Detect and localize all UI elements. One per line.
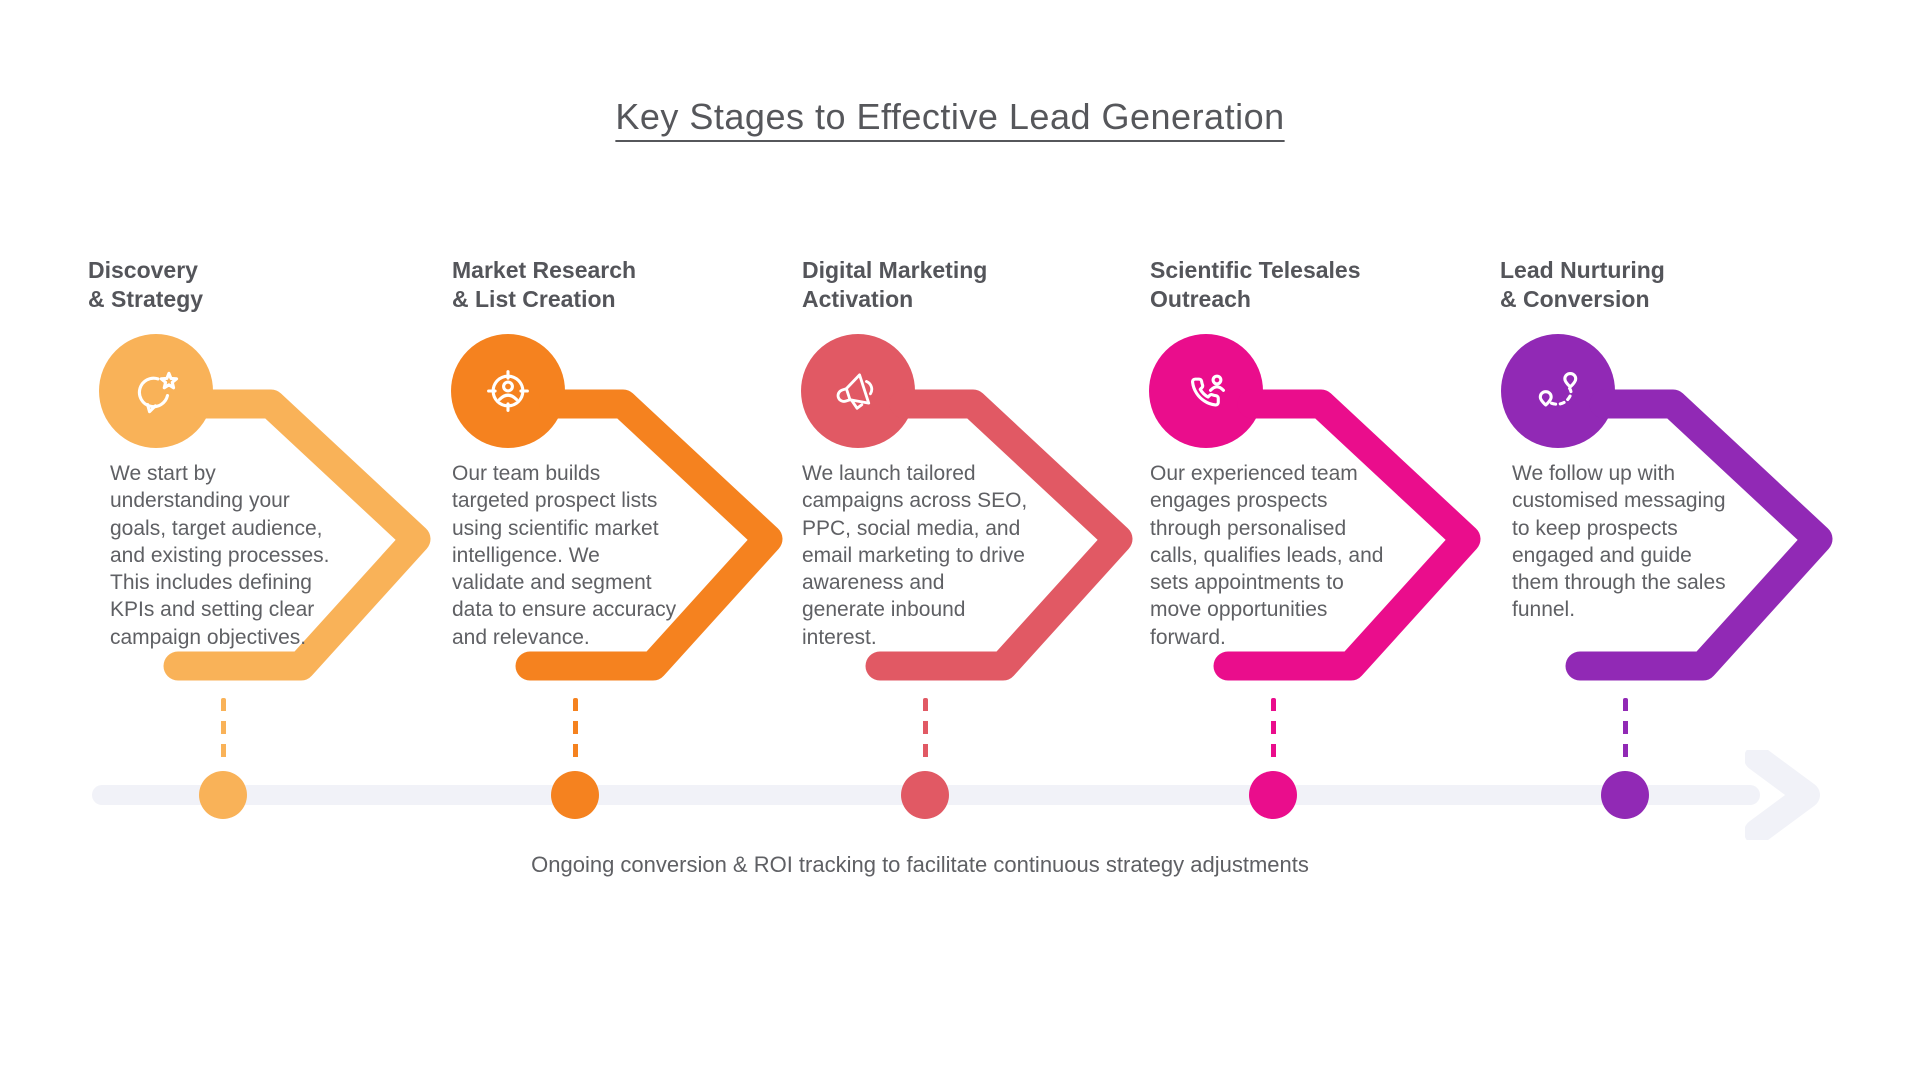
route-pins-icon xyxy=(1527,360,1589,422)
stage-heading: Scientific Telesales Outreach xyxy=(1150,257,1361,313)
stage-description: We follow up with customised messaging t… xyxy=(1512,462,1726,622)
stage-connector-dash xyxy=(1622,698,1628,764)
stage-connector-dash xyxy=(1270,698,1276,764)
page-title: Key Stages to Effective Lead Generation xyxy=(615,96,1285,137)
footer-caption: Ongoing conversion & ROI tracking to fac… xyxy=(531,852,1309,877)
stage-chevron-arrow xyxy=(1213,389,1481,681)
phone-person-icon xyxy=(1175,360,1237,422)
stage-timeline-dot xyxy=(1601,771,1649,819)
stage-icon-circle xyxy=(451,334,565,448)
chat-star-icon xyxy=(125,360,187,422)
stage-timeline-dot xyxy=(199,771,247,819)
stage-connector-dash xyxy=(572,698,578,764)
stage-timeline-dot xyxy=(1249,771,1297,819)
stage-timeline-dot xyxy=(551,771,599,819)
stage-connector-dash xyxy=(220,698,226,764)
stage-timeline-dot xyxy=(901,771,949,819)
stage-chevron-arrow xyxy=(865,389,1133,681)
stage-heading: Digital Marketing Activation xyxy=(802,257,988,313)
stage-heading: Lead Nurturing & Conversion xyxy=(1500,257,1665,313)
stage-connector-dash xyxy=(922,698,928,764)
stage-chevron-arrow xyxy=(163,389,431,681)
stage-heading: Market Research & List Creation xyxy=(452,257,637,313)
stage-description: Our experienced team engages prospects t… xyxy=(1150,462,1384,649)
target-person-icon xyxy=(477,360,539,422)
stage-icon-circle xyxy=(801,334,915,448)
stage-description: We launch tailored campaigns across SEO,… xyxy=(802,462,1028,649)
stage-icon-circle xyxy=(1149,334,1263,448)
stage-icon-circle xyxy=(99,334,213,448)
stage-chevron-arrow xyxy=(515,389,783,681)
timeline-arrow-icon xyxy=(1745,750,1820,840)
stage-icon-circle xyxy=(1501,334,1615,448)
stage-heading: Discovery & Strategy xyxy=(88,257,204,313)
stage-chevron-arrow xyxy=(1565,389,1833,681)
megaphone-icon xyxy=(827,360,889,422)
stage-description: We start by understanding your goals, ta… xyxy=(110,462,330,649)
stage-description: Our team builds targeted prospect lists … xyxy=(452,462,677,649)
